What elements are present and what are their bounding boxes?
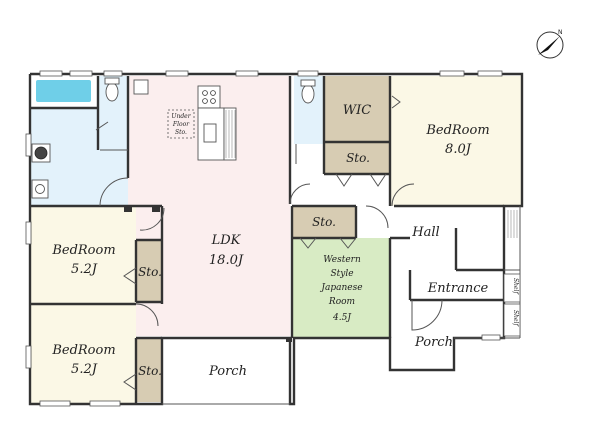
toilet-right-icon xyxy=(301,84,315,104)
porch-right-label: Porch xyxy=(414,335,453,350)
storage-upper xyxy=(324,142,390,174)
fridge-icon xyxy=(133,79,149,95)
ldk-size: 18.0J xyxy=(209,253,244,268)
shelf-label-1: Shelf xyxy=(512,278,519,295)
entrance-label: Entrance xyxy=(427,281,489,296)
shelf-label-2: Shelf xyxy=(512,310,519,327)
stove-icon xyxy=(197,85,221,109)
windows xyxy=(25,70,503,407)
toilet-left-icon xyxy=(105,82,119,102)
western-line-1: Western xyxy=(323,255,361,265)
compass-needle-icon xyxy=(538,36,560,55)
storage-left-bottom-label: Sto. xyxy=(138,364,162,378)
storage-left-bottom xyxy=(136,338,162,402)
storage-mid-label: Sto. xyxy=(312,215,336,229)
bedroom-left-bottom-name: BedRoom xyxy=(51,343,115,358)
bedroom-left-top xyxy=(30,206,136,304)
bedroom-left-bottom xyxy=(30,304,136,404)
underfloor-box xyxy=(167,109,195,139)
wic-label: WIC xyxy=(343,103,371,118)
bathtub xyxy=(36,80,91,102)
compass-north-label: N xyxy=(558,29,563,36)
wic-room xyxy=(324,76,390,142)
shoe-shelf xyxy=(507,210,518,238)
fixtures xyxy=(31,77,521,342)
bedroom-main xyxy=(390,76,522,206)
western-line-3: Japanese xyxy=(319,283,362,293)
doors xyxy=(95,95,443,391)
compass: N xyxy=(536,29,564,59)
storage-mid xyxy=(292,206,356,238)
storage-left-top xyxy=(136,240,162,302)
porch-left-label: Porch xyxy=(208,364,247,379)
sink-icon xyxy=(203,123,217,143)
bedroom-main-size: 8.0J xyxy=(445,142,472,157)
ldk-name: LDK xyxy=(211,233,242,248)
underfloor-label-1: Under xyxy=(171,113,191,120)
western-size: 4.5J xyxy=(332,313,352,323)
hall-label: Hall xyxy=(411,225,439,240)
walls xyxy=(28,72,524,406)
underfloor-label-2: Floor xyxy=(172,121,190,128)
bedroom-left-top-name: BedRoom xyxy=(51,243,115,258)
bedroom-left-bottom-size: 5.2J xyxy=(71,362,98,377)
labels: WIC BedRoom 8.0J Sto. Under Floor Sto. S… xyxy=(51,103,519,379)
bedroom-left-top-size: 5.2J xyxy=(71,262,98,277)
western-line-2: Style xyxy=(330,269,353,279)
storage-left-top-label: Sto. xyxy=(138,265,162,279)
counter-stripes xyxy=(223,107,237,161)
underfloor-label-3: Sto. xyxy=(175,129,187,136)
bedroom-main-name: BedRoom xyxy=(425,123,489,138)
japanese-room xyxy=(292,238,390,338)
storage-upper-label: Sto. xyxy=(346,151,370,165)
western-line-4: Room xyxy=(328,297,355,307)
